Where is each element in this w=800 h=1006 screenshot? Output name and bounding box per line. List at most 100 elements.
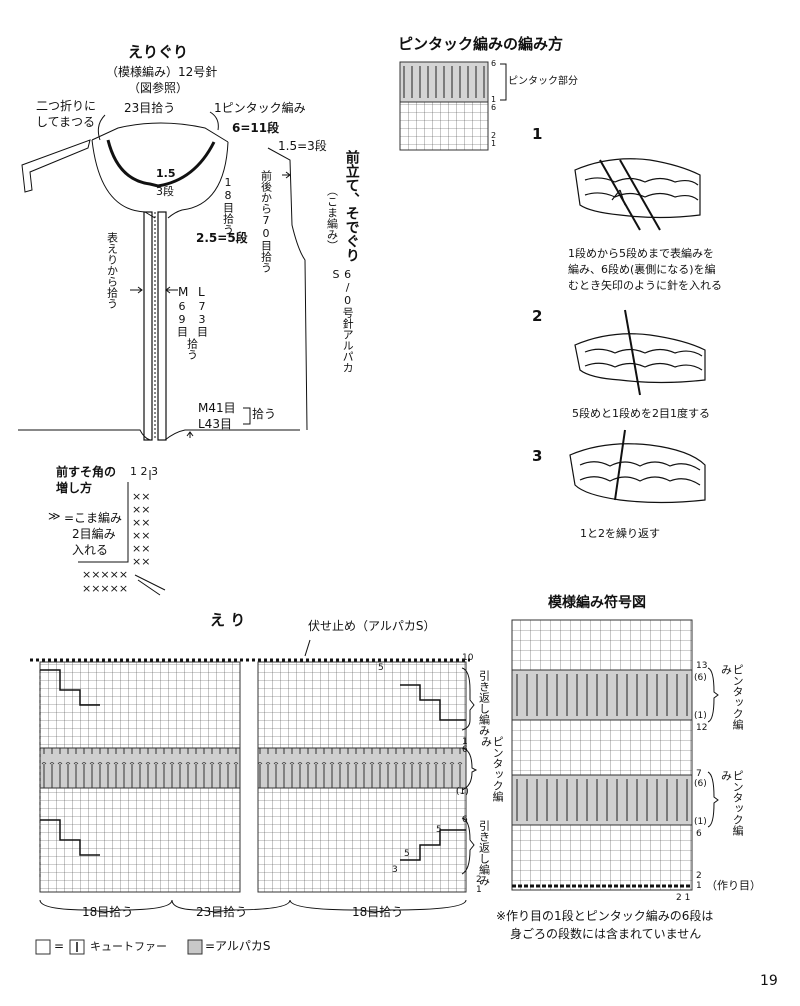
cc-row-6b: 6 bbox=[462, 815, 468, 825]
legend-cute-fur: キュートファー bbox=[90, 940, 167, 953]
cc-row-1a: 1 bbox=[462, 737, 468, 747]
size-m: M bbox=[178, 285, 189, 299]
pt-row-1b: 1 bbox=[491, 139, 497, 148]
collar-sub2: （図参照） bbox=[128, 81, 189, 95]
pintuck-1-label: 1ピンタック編み bbox=[214, 101, 306, 115]
pc-r1: 1 bbox=[696, 881, 702, 891]
pick-23-label: 23目拾う bbox=[124, 101, 176, 115]
fold-note-1: 二つ折りに bbox=[36, 99, 97, 113]
m-41-label: M41目 bbox=[198, 401, 236, 415]
corner-legend-2: 2目編み bbox=[72, 527, 116, 541]
collar-title: えりぐり bbox=[128, 43, 189, 61]
pintuck-part-label: ピンタック部分 bbox=[508, 76, 578, 87]
pick-18-label: 18目拾う bbox=[221, 176, 235, 235]
svg-text:××: ×× bbox=[132, 542, 150, 555]
garment-schematic bbox=[18, 111, 308, 441]
fold-note-2: してまつる bbox=[36, 115, 96, 129]
pattern-chart bbox=[511, 619, 719, 891]
pc-pintuck-b: ピンタック編み bbox=[719, 770, 745, 836]
short-rows-2-label: 引き返し編み bbox=[477, 820, 491, 886]
pc-r1p: (1) bbox=[694, 711, 707, 721]
pt-row-2: 2 bbox=[491, 131, 497, 140]
legend-alpaca: =アルパカS bbox=[205, 939, 271, 953]
corner-x-marks: ×××× ×××× ×××× ×××××××××× bbox=[82, 490, 150, 595]
collar-chart bbox=[30, 639, 478, 913]
corner-legend-1: =こま編み bbox=[64, 511, 123, 525]
step-2-text-1: 5段めと1段めを2目1度する bbox=[572, 407, 710, 420]
corner-legend-mark: ≫ bbox=[48, 509, 61, 523]
front-back-70-label: 前後から70目拾う bbox=[259, 170, 273, 273]
step-1-text-1: 1段めから5段めまで表編みを bbox=[568, 247, 714, 260]
step-1-drawing bbox=[574, 158, 701, 231]
pc-note-2: 身ごろの段数には含まれていません bbox=[510, 927, 702, 941]
pintuck-label: ピンタック編み bbox=[479, 736, 505, 802]
svg-text:××: ×× bbox=[132, 516, 150, 529]
svg-text:×××××: ××××× bbox=[82, 568, 128, 581]
collar-chart-title: え り bbox=[210, 611, 246, 629]
l-43-label: L43目 bbox=[198, 417, 232, 431]
cc-mark-5a: 5 bbox=[378, 663, 384, 673]
pintuck-small-grid bbox=[399, 61, 507, 151]
pc-bottom-nums: 2 1 bbox=[676, 893, 691, 903]
bind-off-label: 伏せ止め（アルパカS） bbox=[308, 619, 436, 633]
svg-text:××: ×× bbox=[132, 503, 150, 516]
pc-r6: 6 bbox=[696, 829, 702, 839]
pc-r6p2: (6) bbox=[694, 779, 707, 789]
pc-pintuck-a: ピンタック編み bbox=[719, 664, 745, 730]
cc-mark-3: 3 bbox=[392, 865, 398, 875]
pick-18-right: 18目拾う bbox=[352, 905, 404, 919]
pick-23-bottom: 23目拾う bbox=[196, 905, 248, 919]
pick-18-left: 18目拾う bbox=[82, 905, 134, 919]
pick-word-2: 拾う bbox=[252, 407, 277, 421]
rows-25-5-label: 2.5=5段 bbox=[196, 231, 248, 245]
cc-row-10: 10 bbox=[462, 653, 474, 663]
rows-15-3-label: 1.5=3段 bbox=[278, 139, 327, 153]
needle-66-label: 6/0号針アルパカS bbox=[329, 268, 355, 373]
step-illustrations bbox=[569, 158, 706, 504]
pc-foundation: （作り目） bbox=[706, 879, 761, 892]
collar-sub1: （模様編み）12号針 bbox=[106, 65, 218, 79]
l-73-label: 73目 bbox=[195, 300, 209, 337]
step-3-drawing bbox=[569, 429, 706, 504]
pick-word: 拾う bbox=[185, 338, 199, 360]
m-69-label: 69目 bbox=[175, 300, 189, 337]
pc-r2: 2 bbox=[696, 871, 702, 881]
step-3-text-1: 1と2を繰り返す bbox=[580, 527, 660, 540]
svg-text:××: ×× bbox=[132, 555, 150, 568]
center-15: 1.5 bbox=[156, 167, 176, 180]
cc-mark-5b: 5 bbox=[404, 849, 410, 859]
step-1-text-3: むとき矢印のように針を入れる bbox=[568, 279, 722, 292]
cc-row-2: 2 bbox=[476, 875, 482, 885]
rows-6-11-label: 6=11段 bbox=[232, 121, 280, 135]
cc-row-1b: 1 bbox=[476, 885, 482, 895]
pt-row-6: 6 bbox=[491, 59, 497, 68]
step-2-num: 2 bbox=[532, 307, 543, 325]
short-rows-1-label: 引き返し編み bbox=[477, 670, 491, 736]
pc-r6p: (6) bbox=[694, 673, 707, 683]
corner-title-2: 増し方 bbox=[56, 481, 93, 495]
step-3-num: 3 bbox=[532, 447, 543, 465]
front-edge-sub: （こま編み） bbox=[325, 185, 339, 251]
cc-row-1p: (1) bbox=[456, 787, 469, 797]
pintuck-method-title: ピンタック編みの編み方 bbox=[398, 35, 564, 53]
legend-boxes bbox=[35, 939, 203, 955]
svg-text:××: ×× bbox=[132, 490, 150, 503]
corner-cols: 1 2 3 bbox=[130, 465, 158, 478]
svg-text:×××××: ××××× bbox=[82, 582, 128, 595]
pc-r13: 13 bbox=[696, 661, 708, 671]
pc-r1p2: (1) bbox=[694, 817, 707, 827]
corner-title-1: 前すそ角の bbox=[56, 465, 117, 479]
collar-pick-label: 表えりから拾う bbox=[105, 232, 119, 309]
pt-row-6b: 6 bbox=[491, 103, 497, 112]
size-l: L bbox=[198, 285, 205, 299]
pattern-chart-title: 模様編み符号図 bbox=[548, 595, 646, 611]
step-1-num: 1 bbox=[532, 125, 543, 143]
pc-note-1: ※作り目の1段とピンタック編みの6段は bbox=[496, 909, 714, 923]
step-1-text-2: 編み、6段め(裏側になる)を編 bbox=[568, 263, 716, 276]
svg-text:××: ×× bbox=[132, 529, 150, 542]
pt-row-1: 1 bbox=[491, 95, 497, 104]
pc-r7: 7 bbox=[696, 769, 702, 779]
legend-eq-1: = bbox=[54, 939, 65, 953]
page-number: 19 bbox=[760, 973, 778, 989]
